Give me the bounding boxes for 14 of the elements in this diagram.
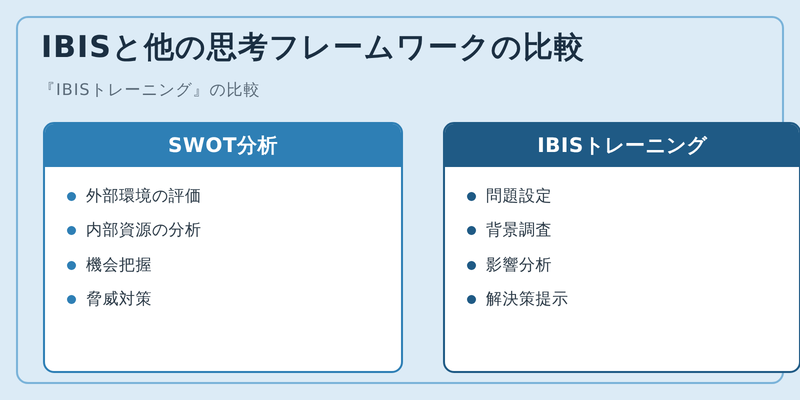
card-title: IBISトレーニング: [537, 132, 707, 159]
list-item: 外部環境の評価: [86, 186, 202, 206]
list-item: 解決策提示: [486, 289, 568, 308]
list-item: 内部資源の分析: [86, 220, 202, 240]
list-item: 問題設定: [486, 186, 552, 206]
card: [43, 122, 403, 373]
card: [443, 122, 800, 373]
list-item: 脅威対策: [86, 289, 152, 308]
list-item: 背景調査: [486, 220, 552, 240]
title: IBISと他の思考フレームワークの比較: [41, 30, 585, 66]
subtitle: 『IBISトレーニング』の比較: [39, 80, 261, 100]
list-item: 影響分析: [486, 254, 552, 274]
list-item: 機会把握: [86, 254, 152, 274]
card-title: SWOT分析: [168, 132, 278, 159]
